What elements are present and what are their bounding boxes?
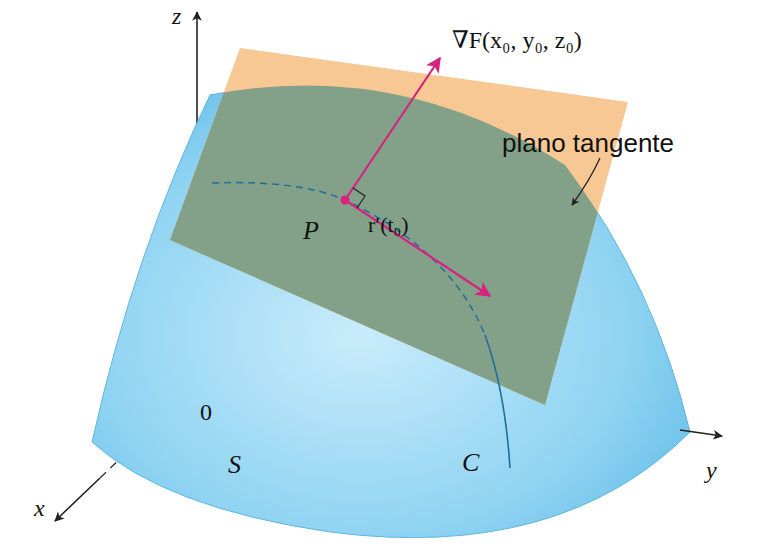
y-axis (680, 430, 722, 436)
leader-line (572, 158, 600, 205)
axis-label: z (172, 4, 181, 28)
gradient-vector (345, 58, 440, 200)
axis-label: x (34, 496, 45, 520)
vector-label: r′(t₀) (368, 214, 409, 236)
gradient-label: ∇F(x₀, y₀, z₀) (452, 28, 582, 52)
surface-s (92, 85, 690, 537)
point-label: P (303, 218, 319, 244)
plane-label: plano tangente (502, 130, 674, 156)
curve-label: C (462, 450, 479, 476)
right-angle-mark (353, 188, 365, 208)
surface-label: S (228, 452, 241, 478)
axis-label: y (706, 458, 717, 482)
point-p (341, 196, 350, 205)
tangent-vector (345, 200, 490, 296)
curve-c-hidden (212, 183, 485, 335)
origin-label: 0 (200, 400, 212, 424)
surface-under-plane (92, 85, 690, 537)
x-axis (55, 478, 100, 521)
curve-c (485, 335, 510, 468)
